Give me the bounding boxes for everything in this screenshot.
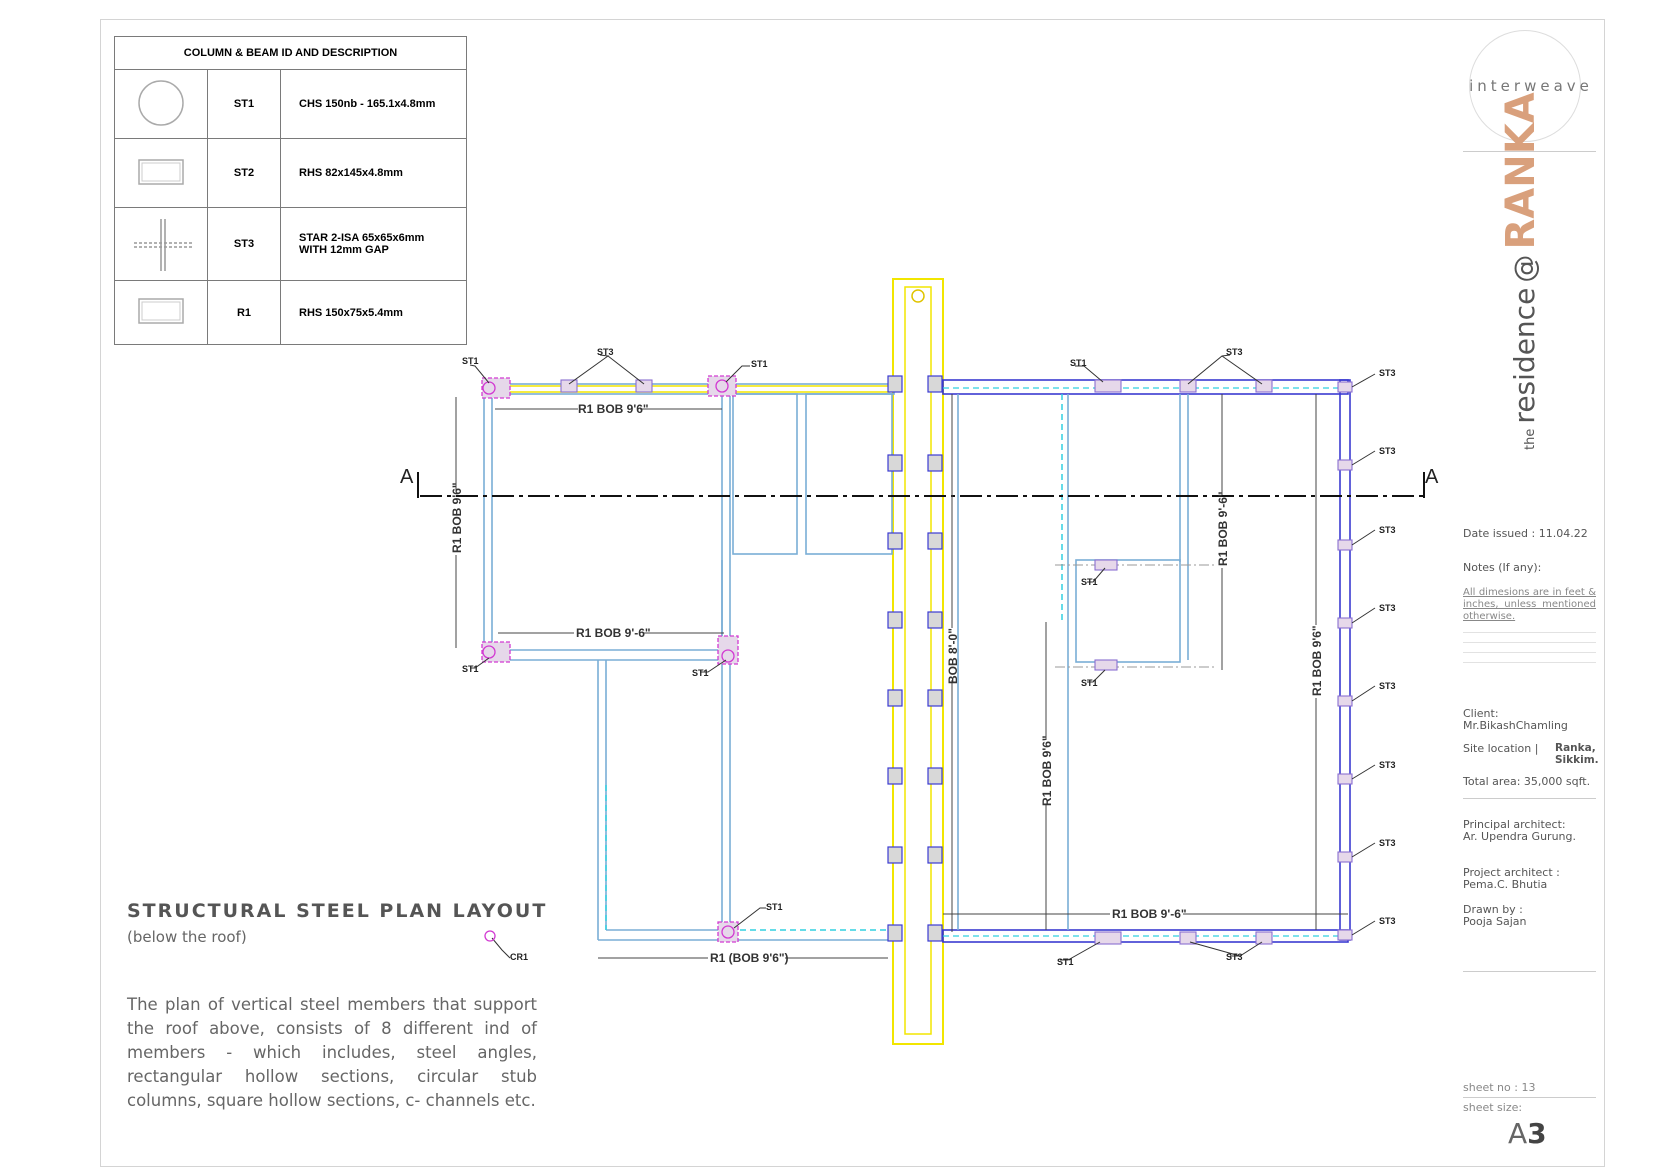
project-name: residence <box>1508 287 1541 424</box>
principal-architect-label: Principal architect: <box>1463 818 1566 831</box>
left-wing-beams <box>483 383 895 941</box>
dim-bottom-right: R1 BOB 9'-6" <box>1112 907 1187 921</box>
table-row-desc: RHS 150x75x5.4mm <box>280 280 467 345</box>
tag-cr1: CR1 <box>510 952 528 962</box>
dim-center-vertical: BOB 8'-0" <box>946 628 960 684</box>
tag-st1: ST1 <box>692 668 709 678</box>
chs-symbol-icon <box>114 69 208 139</box>
tag-st3: ST3 <box>1379 603 1396 613</box>
notes-line <box>1463 632 1596 633</box>
dim-right-inner-vertical: R1 BOB 9'6" <box>1040 735 1054 806</box>
tag-st3: ST3 <box>1226 347 1243 357</box>
tag-st1: ST1 <box>1070 358 1087 368</box>
right-wing-inner-beams <box>957 394 1189 930</box>
notes-text: All dimesions are in feet & inches, unle… <box>1463 587 1596 622</box>
drawing-description: The plan of vertical steel members that … <box>127 995 537 1110</box>
logo-text: interweave <box>1469 77 1593 95</box>
dim-left-vertical: R1 BOB 9'6" <box>450 482 464 553</box>
dim-right-outer-vertical: R1 BOB 9'6" <box>1310 625 1324 696</box>
table-row-desc: CHS 150nb - 165.1x4.8mm <box>280 69 467 139</box>
tag-st3: ST3 <box>597 347 614 357</box>
notes-line <box>1463 642 1596 643</box>
divider <box>1463 798 1596 799</box>
sheet-size-value: A3 <box>1508 1117 1547 1150</box>
date-issued: Date issued : 11.04.22 <box>1463 527 1588 540</box>
tag-st1: ST1 <box>1081 678 1098 688</box>
dimension-lines <box>455 394 1348 959</box>
notes-label: Notes (If any): <box>1463 561 1542 574</box>
tag-st1: ST1 <box>462 664 479 674</box>
dim-right-upper-vertical: R1 BOB 9'-6" <box>1216 491 1230 566</box>
sheet-size-label: sheet size: <box>1463 1101 1523 1114</box>
tag-st1: ST1 <box>1057 957 1074 967</box>
spine-marker-icon <box>911 289 925 303</box>
project-at: @ <box>1508 254 1541 283</box>
spine-column-pads <box>887 375 943 942</box>
sheet-size-letter: A <box>1508 1117 1528 1150</box>
tag-st1: ST1 <box>751 359 768 369</box>
divider <box>1463 1097 1596 1098</box>
tag-st1: ST1 <box>462 356 479 366</box>
drawn-by-name: Pooja Sajan <box>1463 915 1527 928</box>
rhs-symbol-icon <box>114 138 208 208</box>
st3-column-markers <box>560 379 1353 945</box>
central-spine-inner <box>904 286 932 1035</box>
notes-line <box>1463 652 1596 653</box>
drawing-subtitle: (below the roof) <box>127 928 247 946</box>
tag-st3: ST3 <box>1379 760 1396 770</box>
central-spine-outline <box>892 278 944 1045</box>
dim-mid-left: R1 BOB 9'-6" <box>576 626 651 640</box>
st1-column-markers <box>481 375 739 943</box>
tag-st3: ST3 <box>1226 952 1243 962</box>
tag-st1: ST1 <box>1081 577 1098 587</box>
tag-st3: ST3 <box>1379 368 1396 378</box>
sheet-number: sheet no : 13 <box>1463 1081 1536 1094</box>
rhs-r1-symbol-icon <box>114 280 208 345</box>
sheet-size-digit: 3 <box>1527 1117 1547 1150</box>
principal-architect-name: Ar. Upendra Gurung. <box>1463 830 1576 843</box>
project-the: the <box>1523 428 1538 450</box>
column-beam-table: COLUMN & BEAM ID AND DESCRIPTION ST1 CHS… <box>114 36 467 345</box>
divider <box>1463 971 1596 972</box>
site-label: Site location | <box>1463 742 1539 755</box>
client-name: Mr.BikashChamling <box>1463 719 1568 732</box>
client-label: Client: <box>1463 707 1499 720</box>
dim-bottom-left: R1 (BOB 9'6") <box>710 951 789 965</box>
section-label-left: A <box>400 466 414 488</box>
drawing-sheet-border <box>100 19 1605 1167</box>
logo-circle <box>1469 30 1581 142</box>
right-wing-outer-beams <box>942 379 1351 943</box>
project-architect-name: Pema.C. Bhutia <box>1463 878 1548 891</box>
project-title-vertical: the residence @ RANKA <box>1498 92 1544 450</box>
section-label-right: A <box>1425 466 1439 488</box>
st3-right-leaders <box>1351 373 1376 936</box>
notes-line <box>1463 662 1596 663</box>
tag-leaders <box>469 354 1263 961</box>
tag-st3: ST3 <box>1379 681 1396 691</box>
project-place: RANKA <box>1498 92 1544 250</box>
tag-st3: ST3 <box>1379 838 1396 848</box>
st1-circle-icons <box>482 379 735 939</box>
drawing-title: STRUCTURAL STEEL PLAN LAYOUT <box>127 900 548 922</box>
tag-st1: ST1 <box>766 902 783 912</box>
total-area: Total area: 35,000 sqft. <box>1463 775 1591 788</box>
drawn-by-label: Drawn by : <box>1463 903 1523 916</box>
tag-st3: ST3 <box>1379 446 1396 456</box>
desc-line-1: STAR 2-ISA 65x65x6mm <box>299 232 425 244</box>
desc-line-2: WITH 12mm GAP <box>299 244 389 256</box>
table-row-id: ST3 <box>207 207 281 281</box>
dim-top-left: R1 BOB 9'6" <box>578 402 649 416</box>
project-architect-label: Project architect : <box>1463 866 1560 879</box>
tag-st3: ST3 <box>1379 916 1396 926</box>
site-value: Ranka, Sikkim. <box>1555 742 1599 766</box>
tag-st3: ST3 <box>1379 525 1396 535</box>
table-row-id: R1 <box>207 280 281 345</box>
divider <box>1463 151 1596 152</box>
cr1-marker-icon <box>484 930 496 942</box>
